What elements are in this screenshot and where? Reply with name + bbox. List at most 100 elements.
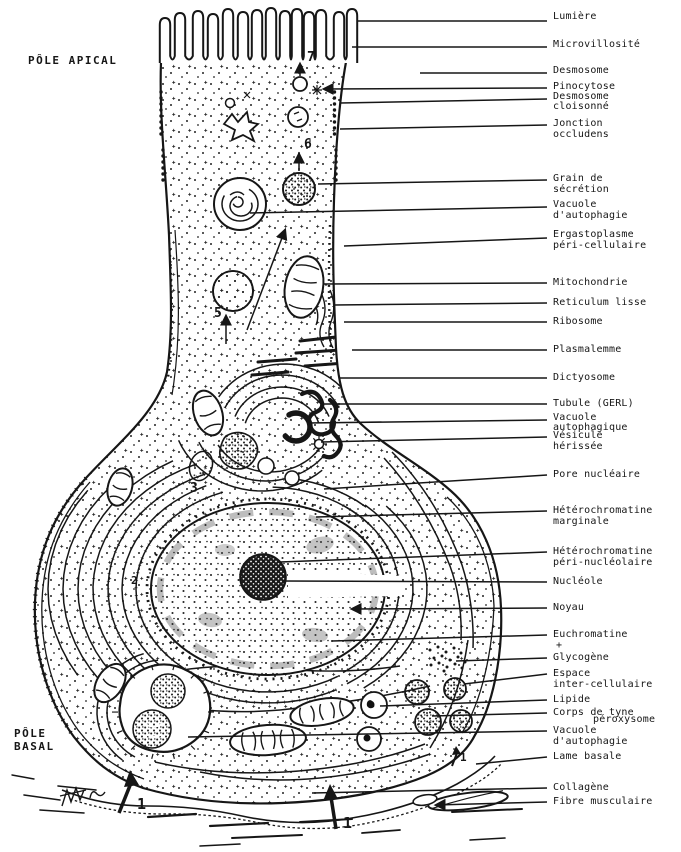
junction-bead [332, 126, 337, 130]
extracellular-zone [11, 755, 523, 847]
er-arc [47, 489, 89, 676]
er-arc [218, 363, 350, 398]
er-arc [363, 505, 428, 689]
junction-bead [161, 172, 165, 176]
junction-bead [334, 154, 338, 158]
label-mitochondrie: Mitochondrie [553, 277, 628, 288]
leader-pinocytose [321, 82, 548, 95]
label-lame-basale: Lame basale [553, 751, 621, 762]
label-line: Corps de tyne [553, 707, 634, 718]
junction-bead [159, 102, 163, 106]
label-line: Vacuole [553, 412, 597, 423]
label-line: Pinocytose [553, 81, 616, 92]
label-line: d'autophagie [553, 210, 628, 221]
collagen-stroke [361, 829, 401, 834]
label-line: péroxysome [593, 714, 656, 725]
lipid-droplets [356, 691, 388, 752]
label-desmosome: Desmosome [553, 65, 609, 76]
junction-bead [332, 90, 337, 94]
er-arc-ribosomes [201, 688, 338, 705]
small-star [243, 91, 251, 99]
collagen-stroke [23, 794, 61, 801]
label-nucleole: Nucléole [553, 576, 603, 587]
junction-bead [159, 114, 163, 118]
label-line: Reticulum lisse [553, 297, 647, 308]
junction-bead [161, 166, 165, 170]
marker-5: 5 [214, 306, 222, 321]
junction-bead [334, 166, 338, 170]
label-tubule-gerl: Tubule (GERL) [553, 398, 634, 409]
label-plasmalemme: Plasmalemme [553, 344, 621, 355]
label-line: Lame basale [553, 751, 622, 762]
mitochondrion [93, 662, 127, 704]
collagen-stroke [39, 809, 85, 814]
label-line: Tubule (GERL) [553, 398, 634, 409]
marker-3: 3 [190, 481, 198, 496]
leader-collagene [311, 787, 548, 794]
transport-vesicle-5-outline [212, 270, 254, 312]
junction-bead [332, 96, 337, 100]
label-line: Jonction [553, 118, 603, 129]
leader-vacuole-autophagie-apicale [249, 206, 548, 214]
er-arc [244, 397, 320, 424]
label-line: Euchromatine [553, 629, 628, 640]
inner-membrane-left [41, 481, 145, 780]
label-reticulum-lisse: Reticulum lisse [553, 297, 646, 308]
label-line: Pore nucléaire [553, 469, 641, 480]
leader-channel [288, 570, 402, 598]
apical-structures [222, 76, 322, 143]
vesicle-content [293, 111, 303, 122]
basal-lamina [61, 755, 496, 824]
heterochromatin-patch [302, 627, 328, 643]
label-line: occludens [553, 129, 609, 140]
label-line: Ribosome [553, 316, 603, 327]
heterochromatin-patch [198, 612, 222, 628]
leader-jonction-occludens [339, 124, 548, 130]
collagen-stroke [231, 834, 303, 839]
er-arc-ribosomes [106, 472, 207, 697]
collagen-stroke [199, 843, 241, 847]
collagen-fibers [11, 774, 523, 847]
junction-bead [159, 126, 163, 130]
leader-lame-basale [475, 756, 548, 765]
collagen-stroke [469, 837, 506, 841]
golgi-cisternae [250, 335, 347, 377]
label-line: Vésicule [553, 430, 603, 441]
vesicle-b [284, 470, 300, 486]
label-corps-de-type: Corps de tyne [553, 707, 634, 718]
label-line: hérissée [553, 441, 603, 452]
autophagy-whorl [213, 177, 267, 231]
lateral-membrane-inner-right [339, 229, 344, 361]
junction-bead [332, 114, 337, 118]
er-arc [205, 675, 339, 693]
heterochromatin-patch [306, 536, 334, 554]
star-vacuole [222, 110, 260, 143]
cell-cytoplasm [34, 62, 502, 804]
label-line: Vacuole [553, 725, 597, 736]
microvilli [158, 6, 359, 63]
label-peroxysome: péroxysome [593, 714, 655, 725]
junction-complexes [159, 90, 338, 182]
junction-bead [161, 160, 165, 164]
mitochondrion [106, 467, 134, 507]
junction-bead [161, 154, 165, 158]
label-line: Mitochondrie [553, 277, 628, 288]
ergastoplasm-right [327, 224, 334, 366]
junction-bead [159, 108, 163, 112]
label-line: d'autophagie [553, 736, 628, 747]
junction-bead [332, 120, 337, 124]
leader-heterochromatine-marginale [315, 510, 548, 518]
label-line: Fibre musculaire [553, 796, 653, 807]
label-line: Vacuole [553, 199, 597, 210]
muscle-fiber-fragment [412, 793, 438, 807]
glycogen-granules [428, 645, 467, 673]
label-line: Espace [553, 668, 591, 679]
artist-signature [59, 785, 106, 807]
